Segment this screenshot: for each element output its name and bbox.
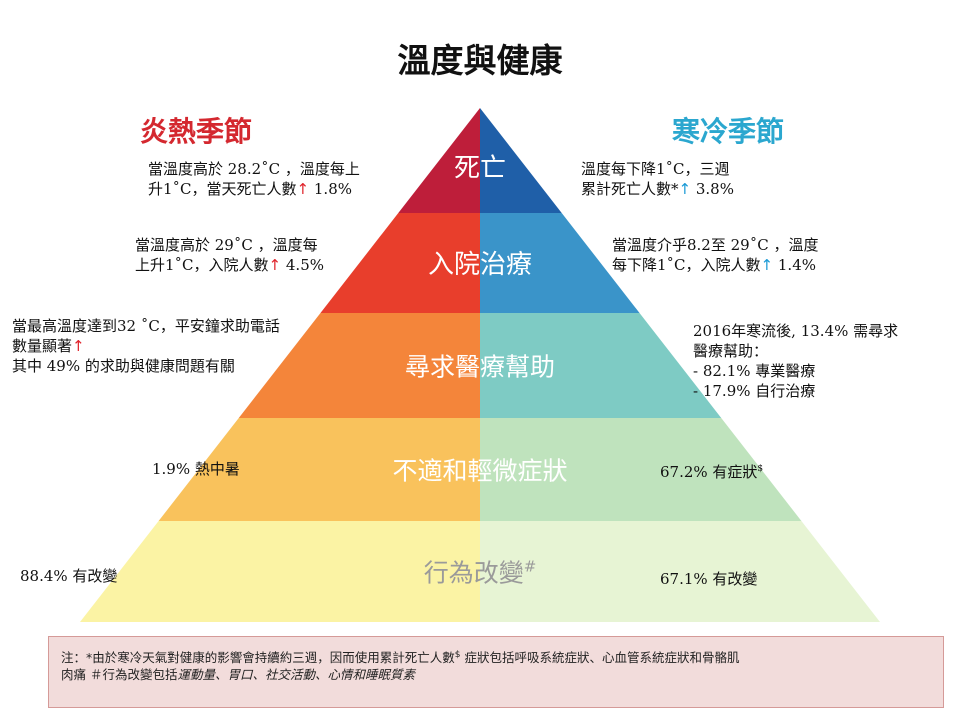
tier-1-label: 死亡 xyxy=(454,154,506,184)
hot-behaviour-note: 88.4% 有改變 xyxy=(20,567,118,585)
tier-1-hot-half xyxy=(398,108,480,213)
tier-2-hot-half xyxy=(320,213,480,313)
cold-season-heading: 寒冷季節 xyxy=(672,115,785,148)
hot-help-note: 當最高溫度達到32 ˚C，平安鐘求助電話 數量顯著↑ 其中 49% 的求助與健康… xyxy=(12,317,280,375)
increase-arrow-icon: ↑ xyxy=(72,337,85,355)
cold-help-note: 2016年寒流後, 13.4% 需尋求 醫療幫助： - 82.1% 專業醫療 -… xyxy=(693,322,899,400)
tier-3-hot-half xyxy=(238,313,480,418)
increase-arrow-icon: ↑ xyxy=(678,180,692,198)
cold-hospital-note: 當溫度介乎8.2至 29˚C ，溫度 每下降1˚C，入院人數↑ 1.4% xyxy=(612,236,819,274)
tier-2-cold-half xyxy=(480,213,640,313)
cold-death-note: 溫度每下降1˚C，三週 累計死亡人數*↑ 3.8% xyxy=(581,160,734,198)
increase-arrow-icon: ↑ xyxy=(296,180,310,198)
increase-arrow-icon: ↑ xyxy=(268,256,282,274)
hot-hospital-note: 當溫度高於 29˚C ，溫度每 上升1˚C，入院人數↑ 4.5% xyxy=(135,236,324,274)
page-title: 溫度與健康 xyxy=(397,41,563,80)
tier-4-label: 不適和輕微症狀 xyxy=(392,457,567,486)
tier-3-cold-half xyxy=(480,313,722,418)
tier-4-cold-half xyxy=(480,418,802,521)
tier-5-hot-half xyxy=(80,521,480,622)
hot-death-note: 當溫度高於 28.2˚C ，溫度每上 升1˚C，當天死亡人數↑ 1.8% xyxy=(148,160,360,198)
hot-season-heading: 炎熱季節 xyxy=(140,115,253,148)
tier-3-label: 尋求醫療幫助 xyxy=(405,353,555,382)
footnote-box: 注：*由於寒冷天氣對健康的影響會持續約三週，因而使用累計死亡人數$ 症狀包括呼吸… xyxy=(48,636,944,708)
cold-behaviour-note: 67.1% 有改變 xyxy=(660,570,758,588)
increase-arrow-icon: ↑ xyxy=(760,256,774,274)
tier-5-cold-half xyxy=(480,521,880,622)
tier-2-label: 入院治療 xyxy=(428,250,532,280)
tier-4-hot-half xyxy=(158,418,480,521)
hot-symptoms-note: 1.9% 熱中暑 xyxy=(152,460,240,478)
tier-1-cold-half xyxy=(480,108,562,213)
cold-symptoms-note: 67.2% 有症狀$ xyxy=(660,463,764,481)
tier-5-label: 行為改變# xyxy=(424,558,537,588)
